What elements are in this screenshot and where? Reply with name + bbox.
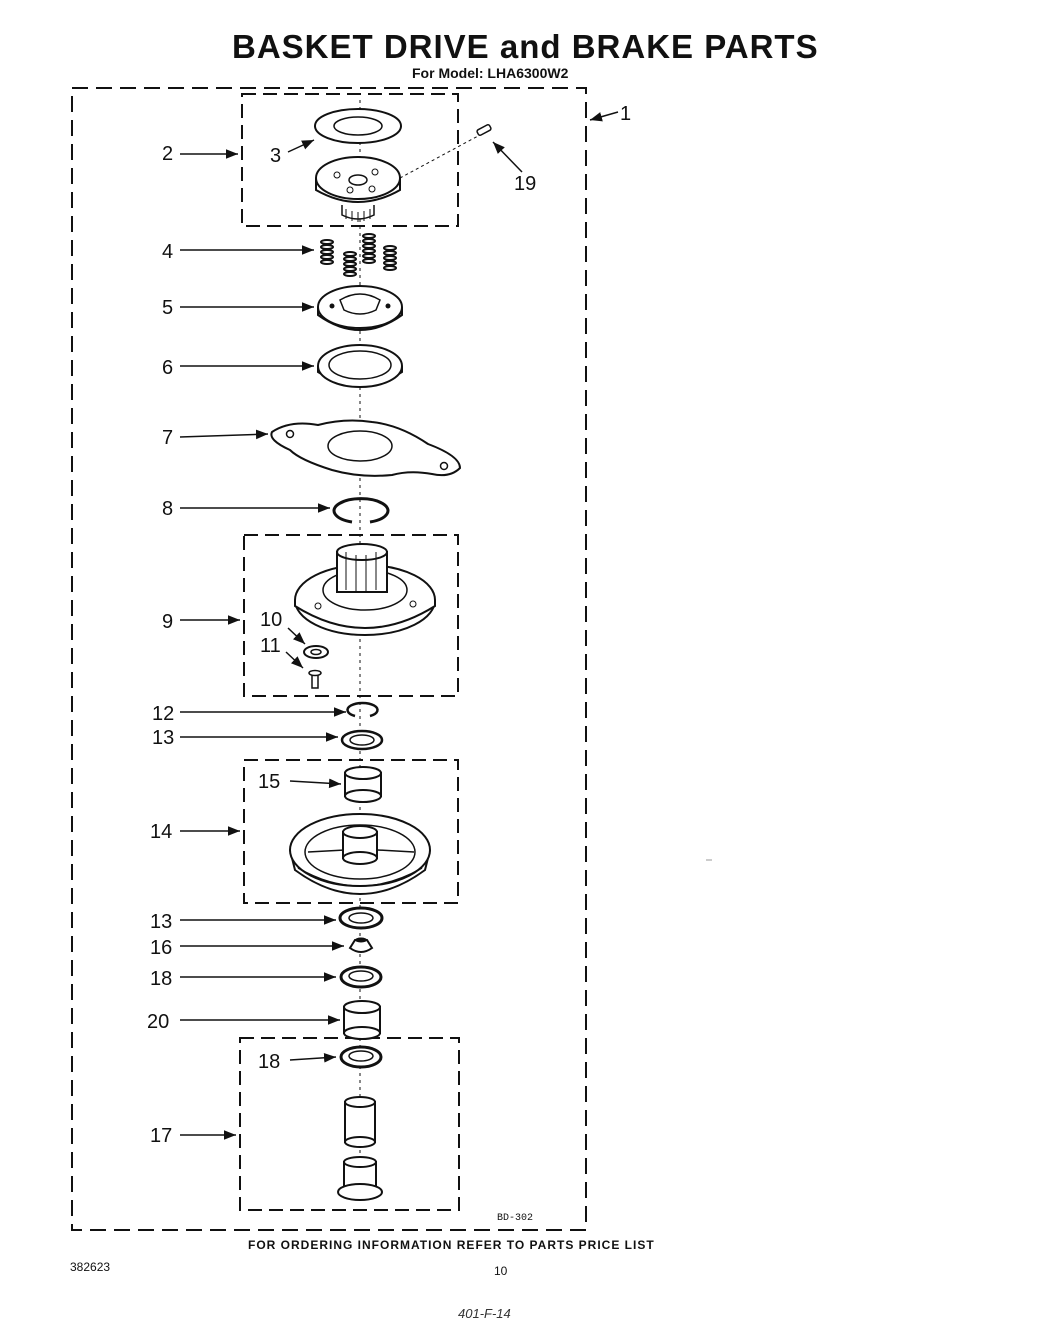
assembly-frame xyxy=(71,87,587,1231)
page-number: 10 xyxy=(494,1264,508,1278)
callout-6: 6 xyxy=(162,357,173,379)
group-box-9 xyxy=(243,534,459,697)
callout-15: 15 xyxy=(258,771,280,793)
callout-14: 14 xyxy=(150,821,172,843)
part-2-clutch-hub xyxy=(315,156,401,222)
callout-20: 20 xyxy=(147,1011,169,1033)
page-title: BASKET DRIVE and BRAKE PARTS xyxy=(232,28,819,65)
callout-18b: 18 xyxy=(258,1051,280,1073)
leader-lines xyxy=(179,111,619,1140)
callout-7: 7 xyxy=(162,427,173,449)
part-18-washer-lower xyxy=(339,1045,383,1069)
part-8-retaining-ring xyxy=(332,497,390,524)
callout-19: 19 xyxy=(514,173,536,195)
handwritten-note: 401-F-14 xyxy=(458,1306,511,1321)
part-6-lining-ring xyxy=(317,344,403,388)
part-18-washer-upper xyxy=(339,965,383,989)
part-15-bearing xyxy=(344,766,382,803)
part-5-cam-plate xyxy=(317,285,403,331)
callout-18a: 18 xyxy=(150,968,172,990)
ordering-note: FOR ORDERING INFORMATION REFER TO PARTS … xyxy=(248,1238,655,1252)
callout-13b: 13 xyxy=(150,911,172,933)
part-13-washer-upper xyxy=(340,729,384,751)
part-17-tube xyxy=(337,1096,383,1201)
callout-3: 3 xyxy=(270,145,281,167)
callout-8: 8 xyxy=(162,498,173,520)
document-number: 382623 xyxy=(70,1260,111,1274)
group-box-2 xyxy=(241,93,459,227)
callout-1: 1 xyxy=(620,103,631,125)
part-12-snap-ring xyxy=(346,701,379,718)
callout-9: 9 xyxy=(162,611,173,633)
part-9-brake-hub xyxy=(294,543,436,636)
callout-16: 16 xyxy=(150,937,172,959)
model-line: For Model: LHA6300W2 xyxy=(412,65,569,81)
callout-4: 4 xyxy=(162,241,173,263)
callout-2: 2 xyxy=(162,143,173,165)
part-3-washer xyxy=(314,108,402,144)
part-7-bracket xyxy=(270,419,462,477)
callout-17: 17 xyxy=(150,1125,172,1147)
callout-13a: 13 xyxy=(152,727,174,749)
part-10-grommet xyxy=(303,645,329,659)
group-box-14 xyxy=(243,759,459,904)
callout-labels: 1 2 3 19 4 5 6 7 8 9 10 11 12 13 15 14 1… xyxy=(147,103,631,1147)
part-13-washer-lower xyxy=(338,906,384,930)
part-19-pin xyxy=(399,124,492,179)
part-14-pulley xyxy=(289,813,431,895)
callout-11: 11 xyxy=(260,635,281,657)
callout-5: 5 xyxy=(162,297,173,319)
part-11-screw xyxy=(308,669,322,689)
part-20-bearing xyxy=(343,1000,381,1040)
part-16-seal xyxy=(348,937,374,953)
callout-12: 12 xyxy=(152,703,174,725)
figure-code: BD-302 xyxy=(497,1213,533,1224)
callout-10: 10 xyxy=(260,609,282,631)
part-4-springs xyxy=(320,233,397,277)
